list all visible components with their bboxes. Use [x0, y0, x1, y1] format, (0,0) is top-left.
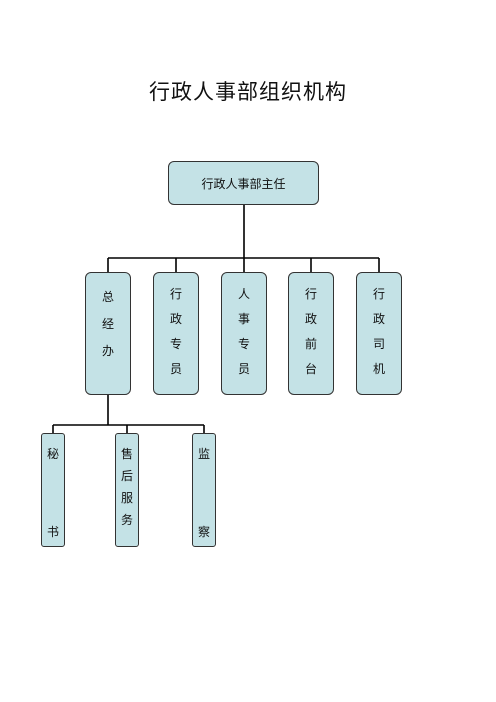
node-char: 政 [169, 312, 182, 326]
node-char: 行 [169, 287, 182, 301]
node-shouhou-fuwu: 售 后 服 务 [115, 433, 139, 547]
node-char: 总 [101, 290, 114, 304]
node-char: 司 [372, 337, 385, 351]
node-char: 机 [372, 362, 385, 376]
node-xingzheng-qiantai: 行 政 前 台 [288, 272, 334, 395]
node-char: 员 [237, 362, 250, 376]
node-char: 专 [237, 337, 250, 351]
node-jiancha: 监 察 [192, 433, 216, 547]
node-char: 前 [304, 337, 317, 351]
node-char: 行 [304, 287, 317, 301]
node-char: 书 [46, 525, 59, 539]
node-char: 政 [372, 312, 385, 326]
node-char: 务 [120, 513, 133, 527]
node-char: 办 [101, 344, 114, 358]
node-renshi-zhuanyuan: 人 事 专 员 [221, 272, 267, 395]
node-mishu: 秘 书 [41, 433, 65, 547]
node-char: 察 [197, 525, 210, 539]
node-char: 台 [304, 362, 317, 376]
node-xingzheng-zhuanyuan: 行 政 专 员 [153, 272, 199, 395]
node-char: 政 [304, 312, 317, 326]
node-char: 行 [372, 287, 385, 301]
node-char: 事 [237, 312, 250, 326]
root-node-label: 行政人事部主任 [201, 176, 286, 191]
node-char: 员 [169, 362, 182, 376]
node-char: 专 [169, 337, 182, 351]
page-title: 行政人事部组织机构 [149, 80, 347, 104]
node-xingzheng-siji: 行 政 司 机 [356, 272, 402, 395]
node-char: 人 [237, 287, 250, 301]
node-char: 秘 [46, 447, 59, 461]
node-char: 监 [197, 447, 210, 461]
root-node: 行政人事部主任 [168, 161, 319, 205]
node-char: 经 [101, 317, 114, 331]
node-char: 后 [120, 469, 133, 483]
node-char: 服 [120, 491, 133, 505]
node-char: 售 [120, 447, 133, 461]
node-zongjingban: 总 经 办 [85, 272, 131, 395]
